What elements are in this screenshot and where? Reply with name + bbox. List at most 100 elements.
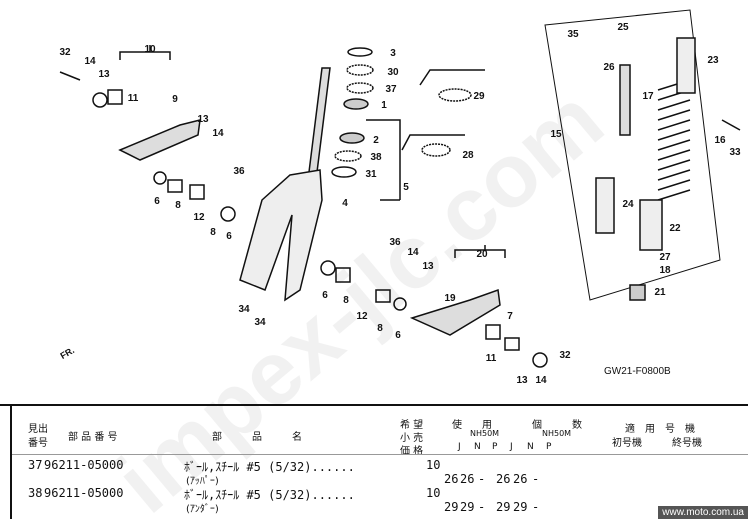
parts-table [0, 404, 748, 519]
callout-6: 6 [395, 330, 401, 341]
callout-8: 8 [210, 227, 216, 238]
row-qty: 26 [513, 472, 528, 486]
callout-14: 14 [84, 56, 96, 67]
part-drawings [59, 9, 741, 368]
callout-3: 3 [390, 48, 396, 59]
callout-35: 35 [567, 29, 579, 40]
callout-36: 36 [233, 166, 245, 177]
callout-18: 18 [659, 265, 671, 276]
header-qty-col-n: N [527, 442, 534, 452]
callout-22: 22 [669, 223, 681, 234]
header-ref-no-2: 番号 [28, 438, 48, 449]
callout-14: 14 [535, 375, 547, 386]
table-left-border [10, 404, 12, 519]
callout-16: 16 [714, 135, 726, 146]
callout-11: 11 [486, 353, 497, 364]
header-model-a: NH50M [470, 429, 500, 438]
header-qty: 使 用 個 数 [452, 420, 582, 431]
header-price-3: 価 格 [400, 446, 424, 457]
callout-10: 10 [144, 44, 156, 55]
callout-6: 6 [226, 231, 232, 242]
callout-14: 14 [212, 128, 224, 139]
diagram-code: GW21-F0800B [604, 366, 671, 377]
header-price-1: 希 望 [400, 420, 424, 431]
callout-1: 1 [381, 100, 387, 111]
header-divider [12, 454, 748, 455]
callout-6: 6 [154, 196, 160, 207]
row-qty: 29 [496, 500, 511, 514]
row-qty: 26 [444, 472, 459, 486]
callout-25: 25 [617, 22, 629, 33]
callout-32: 32 [559, 350, 571, 361]
header-last-serial: 終号機 [672, 438, 702, 449]
right-link-arm [409, 288, 501, 336]
row-qty: - [478, 500, 486, 514]
callout-31: 31 [365, 169, 377, 180]
site-label: www.moto.com.ua [658, 506, 748, 519]
header-model-b: NH50M [542, 429, 572, 438]
row-ref-no: 37 [28, 458, 43, 472]
callout-8: 8 [343, 295, 349, 306]
callout-12: 12 [356, 311, 368, 322]
callout-6: 6 [322, 290, 328, 301]
callout-37: 37 [385, 84, 397, 95]
callout-7: 7 [507, 311, 513, 322]
callout-5: 5 [403, 182, 409, 193]
header-price-2: 小 売 [400, 433, 424, 444]
row-qty: 29 [513, 500, 528, 514]
callout-14: 14 [407, 247, 419, 258]
callout-30: 30 [387, 67, 399, 78]
callout-21: 21 [654, 287, 666, 298]
header-qty-col-p: P [492, 442, 498, 452]
row-qty: 29 [444, 500, 459, 514]
callout-13: 13 [197, 114, 209, 125]
row-qty: 29 [460, 500, 475, 514]
header-part-name: 部 品 名 [212, 432, 302, 443]
callout-29: 29 [473, 91, 485, 102]
steering-stem [307, 67, 331, 181]
row-qty: - [478, 472, 486, 486]
row-qty: 26 [460, 472, 475, 486]
row-part-subname: (ｱﾝﾀﾞｰ) [186, 504, 219, 515]
left-link-arm [118, 119, 201, 161]
header-applicable: 適 用 号 機 [625, 424, 695, 435]
row-qty: - [532, 472, 540, 486]
header-first-serial: 初号機 [612, 438, 642, 449]
callout-26: 26 [603, 62, 615, 73]
callout-11: 11 [128, 93, 139, 104]
header-qty-col-n: N [474, 442, 481, 452]
callout-8: 8 [377, 323, 383, 334]
row-part-number: 96211-05000 [44, 486, 124, 500]
callout-32: 32 [59, 47, 71, 58]
callout-34: 34 [238, 304, 250, 315]
callout-20: 20 [476, 249, 488, 260]
callout-13: 13 [98, 69, 110, 80]
row-price: 10 [426, 486, 441, 500]
callout-34: 34 [254, 317, 266, 328]
callout-13: 13 [516, 375, 528, 386]
row-part-number: 96211-05000 [44, 458, 124, 472]
spring [657, 79, 691, 201]
callout-8: 8 [175, 200, 181, 211]
front-fork [239, 169, 323, 302]
row-part-name: ﾎﾞｰﾙ,ｽﾁｰﾙ #5 (5/32)...... [184, 488, 355, 502]
callout-38: 38 [370, 152, 382, 163]
row-qty: - [532, 500, 540, 514]
callout-2: 2 [373, 135, 379, 146]
header-qty-col-p: P [546, 442, 552, 452]
callout-19: 19 [444, 293, 456, 304]
header-qty-col-j: J [458, 442, 461, 452]
callout-24: 24 [622, 199, 634, 210]
callout-9: 9 [172, 94, 178, 105]
callout-17: 17 [642, 91, 654, 102]
row-qty: 26 [496, 472, 511, 486]
callout-28: 28 [462, 150, 474, 161]
row-price: 10 [426, 458, 441, 472]
header-qty-col-j: J [510, 442, 513, 452]
callout-33: 33 [729, 147, 741, 158]
row-part-subname: (ｱｯﾊﾟｰ) [186, 476, 219, 487]
callout-15: 15 [550, 129, 562, 140]
